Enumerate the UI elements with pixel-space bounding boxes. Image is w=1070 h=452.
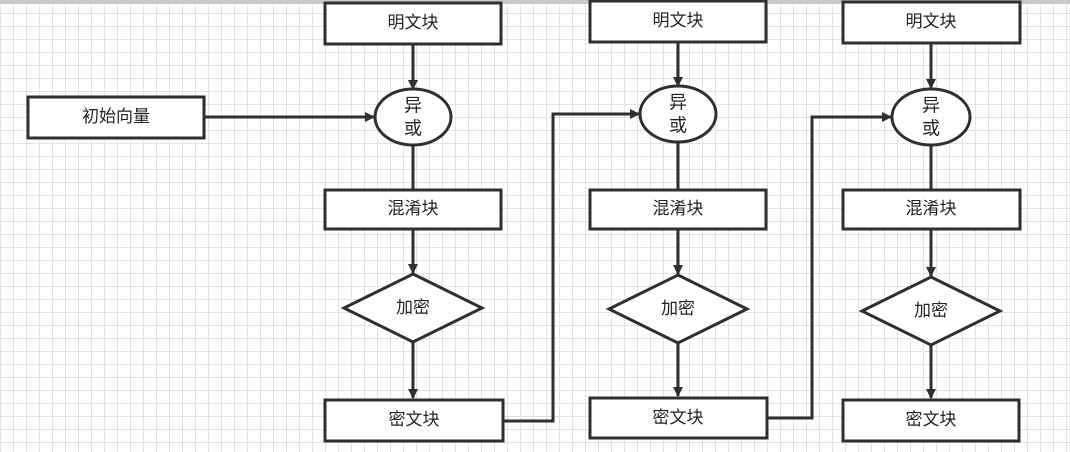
xor-label-top-2: 异 [669, 93, 687, 114]
connectors [204, 42, 936, 423]
mix-label-1: 混淆块 [388, 199, 439, 219]
encrypt-diamond-2 [605, 273, 751, 345]
xor-label-top-1: 异 [404, 96, 422, 117]
ciphertext-box-1 [323, 398, 505, 443]
iv-box [26, 95, 206, 140]
column-2: 明文块 异 或 混淆块 加密 密文块 [588, 0, 769, 440]
plaintext-label-2: 明文块 [653, 11, 704, 31]
mix-box-3 [841, 188, 1022, 231]
xor-node-1 [373, 87, 453, 147]
xor-label-bottom-2: 或 [669, 116, 687, 137]
encrypt-diamond-1 [340, 272, 486, 344]
iv-label: 初始向量 [82, 107, 150, 127]
plaintext-label-1: 明文块 [388, 13, 439, 33]
ciphertext-label-1: 密文块 [389, 410, 440, 430]
edge-cipher-2-to-xor-3 [767, 112, 892, 420]
plaintext-box-2 [588, 0, 768, 44]
xor-label-bottom-3: 或 [922, 119, 940, 140]
encrypt-label-3: 加密 [914, 301, 948, 321]
encrypt-label-2: 加密 [661, 299, 695, 319]
top-border [0, 0, 1070, 4]
plaintext-box-3 [841, 0, 1022, 45]
xor-label-bottom-1: 或 [404, 119, 422, 140]
mix-box-1 [323, 188, 503, 231]
xor-node-3 [890, 87, 972, 147]
xor-node-2 [638, 84, 718, 144]
edge-cipher-1-to-xor-2 [503, 109, 640, 423]
plaintext-box-1 [323, 1, 503, 46]
ciphertext-label-3: 密文块 [906, 410, 957, 430]
column-1: 明文块 异 或 混淆块 加密 密文块 [323, 1, 505, 443]
encrypt-label-1: 加密 [396, 298, 430, 318]
encrypt-diamond-3 [858, 275, 1004, 347]
ciphertext-box-2 [588, 396, 769, 440]
mix-label-2: 混淆块 [653, 199, 704, 219]
xor-label-top-3: 异 [922, 96, 940, 117]
column-3: 明文块 异 或 混淆块 加密 密文块 [841, 0, 1022, 443]
ciphertext-label-2: 密文块 [653, 408, 704, 428]
iv-node: 初始向量 [26, 95, 206, 140]
mix-box-2 [588, 188, 768, 231]
mix-label-3: 混淆块 [906, 199, 957, 219]
ciphertext-box-3 [841, 398, 1021, 443]
plaintext-label-3: 明文块 [906, 12, 957, 32]
